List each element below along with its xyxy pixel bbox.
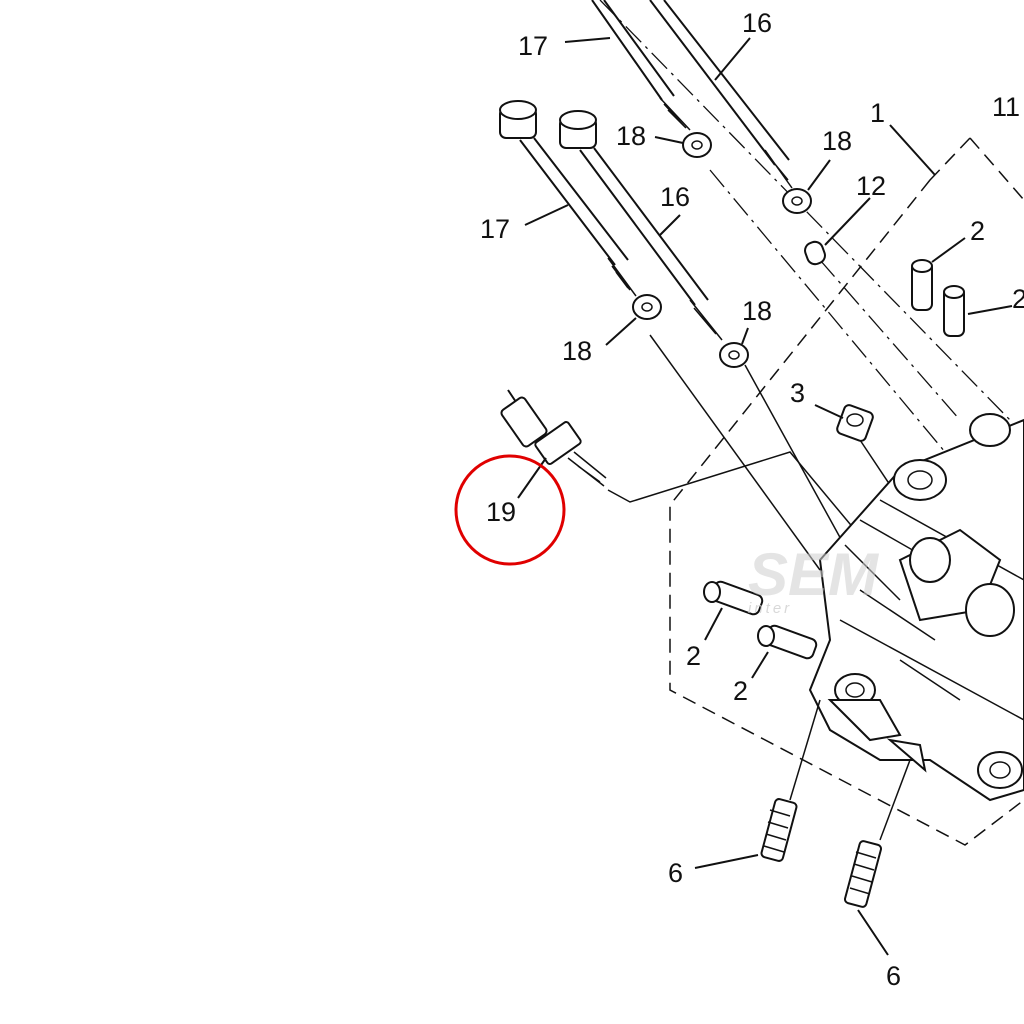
callout-leader [714, 37, 751, 81]
callout-leader [564, 37, 611, 43]
callout-18: 18 [562, 336, 592, 366]
callout-1: 1 [870, 98, 885, 128]
assembly-boundary-dashed [669, 137, 1024, 846]
washer-18 [719, 342, 749, 368]
callout-16: 16 [660, 182, 690, 212]
leader-line [607, 451, 881, 561]
callout-18: 18 [742, 296, 772, 326]
bolt-16-mid [559, 110, 723, 341]
callout-3: 3 [790, 378, 805, 408]
stud-6 [843, 759, 911, 908]
centerline [819, 259, 961, 421]
callout-17: 17 [518, 31, 548, 61]
callout-leader [889, 124, 936, 176]
callout-6: 6 [668, 858, 683, 888]
spark-plug-19 [500, 389, 607, 487]
callout-leader [857, 909, 889, 956]
callout-leader [694, 854, 759, 869]
dowel-pin-2 [703, 580, 764, 616]
callout-2: 2 [686, 641, 701, 671]
callout-leader [605, 317, 637, 346]
highlight-circle [454, 454, 566, 566]
callout-leader [704, 607, 723, 641]
bolt-17-top [591, 0, 691, 131]
washer-18 [682, 132, 712, 158]
callout-leader [517, 457, 547, 499]
bolt-16-top [649, 0, 793, 189]
dowel-pin-2 [757, 624, 818, 660]
callout-leader [659, 214, 681, 236]
leader-line [649, 334, 821, 571]
centerline [709, 169, 961, 471]
callout-2: 2 [1012, 284, 1024, 314]
callout-2: 2 [970, 216, 985, 246]
callout-6: 6 [886, 961, 901, 991]
nut-3 [836, 404, 874, 442]
callout-18: 18 [822, 126, 852, 156]
callout-11: 11 [992, 92, 1020, 122]
dowel-pin-2 [943, 285, 965, 337]
dowel-pin-2 [911, 259, 933, 311]
callout-19: 19 [486, 497, 516, 527]
callout-leader [524, 204, 569, 226]
dowel-12 [804, 240, 826, 266]
watermark-text: SEM [748, 541, 880, 608]
callout-12: 12 [856, 171, 886, 201]
cylinder-head [808, 413, 1024, 802]
stud-6 [760, 699, 821, 862]
callout-leader [807, 159, 831, 191]
centerline [599, 0, 1011, 421]
callout-leader [814, 404, 844, 419]
callout-18: 18 [616, 121, 646, 151]
washer-18 [782, 188, 812, 214]
bolt-17-mid [499, 100, 637, 297]
callout-leader [751, 651, 769, 679]
callout-16: 16 [742, 8, 772, 38]
washer-18 [632, 294, 662, 320]
callout-2: 2 [733, 676, 748, 706]
callout-leader [654, 136, 684, 144]
callout-leader [967, 305, 1013, 315]
callout-leader [931, 237, 966, 263]
callout-leader [741, 327, 749, 345]
callout-17: 17 [480, 214, 510, 244]
callout-leader [824, 197, 871, 246]
watermark-subtext: inter [748, 600, 792, 617]
